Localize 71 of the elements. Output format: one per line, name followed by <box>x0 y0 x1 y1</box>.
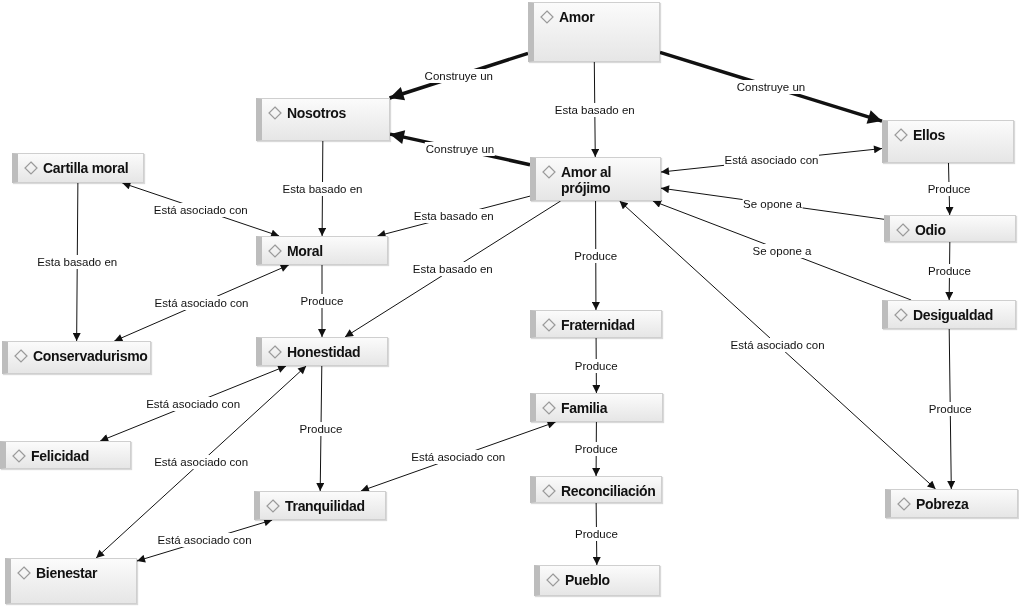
edge-label: Construye un <box>735 79 807 94</box>
edge-label: Construye un <box>424 142 496 157</box>
edge-label: Produce <box>927 402 973 416</box>
edge-label: Esta basado en <box>411 262 494 276</box>
concept-label: Pobreza <box>916 496 969 512</box>
concept-box <box>5 558 137 604</box>
arrow <box>947 328 956 490</box>
concept-box <box>256 236 388 265</box>
edge-label: Produce <box>926 182 972 196</box>
concept-label: Pueblo <box>565 572 610 588</box>
concept-label: Amor al prójimo <box>561 164 613 196</box>
edge-label: Está asociado con <box>153 296 250 310</box>
concept-box <box>530 476 662 503</box>
edge-label: Esta basado en <box>281 181 364 196</box>
edge-label: Está asociado con <box>153 455 250 469</box>
concept-box <box>528 2 660 62</box>
edge-label: Produce <box>298 421 344 436</box>
concept-label: Conservadurismo <box>33 348 148 364</box>
concept-label: Ellos <box>913 127 945 143</box>
edge-label: Esta basado en <box>412 209 495 224</box>
concept-box <box>0 441 131 469</box>
concept-label: Fraternidad <box>561 317 635 333</box>
concept-label: Amor <box>559 9 595 25</box>
concept-box <box>884 215 1016 242</box>
edge-label: Produce <box>927 264 972 278</box>
concept-box <box>530 157 661 201</box>
edge-label: Esta basado en <box>553 102 636 117</box>
concept-box <box>885 489 1018 518</box>
arrow <box>95 365 307 559</box>
edge-label: Esta basado en <box>36 255 119 269</box>
edge-label: Produce <box>573 248 619 263</box>
arrow <box>72 182 81 342</box>
concept-label: Odio <box>915 222 946 238</box>
concept-box <box>882 300 1016 329</box>
edge-label: Está asociado con <box>410 449 507 464</box>
concept-box <box>256 337 388 366</box>
edge-label: Está asociado con <box>729 338 826 352</box>
concept-label: Honestidad <box>287 344 361 360</box>
concept-label: Familia <box>561 400 608 416</box>
edge-label: Se opone a <box>751 243 813 258</box>
concept-label: Tranquilidad <box>285 498 365 514</box>
concept-box <box>530 393 663 422</box>
concept-box <box>882 120 1014 163</box>
concept-label: Moral <box>287 243 323 259</box>
concept-label: Desigualdad <box>913 307 993 323</box>
concept-box <box>12 153 144 183</box>
concept-box <box>534 565 660 596</box>
concept-label: Nosotros <box>287 105 347 121</box>
arrow <box>316 365 325 492</box>
concept-label: Reconciliación <box>561 483 656 499</box>
arrow <box>619 200 937 490</box>
concept-label: Cartilla moral <box>43 160 129 176</box>
edge-label: Está asociado con <box>723 153 820 168</box>
concept-box <box>256 98 390 141</box>
arrow <box>344 200 562 338</box>
edge-label: Produce <box>573 442 619 456</box>
edge-label: Está asociado con <box>152 202 249 217</box>
edge-label: Construye un <box>423 68 494 83</box>
edge-label: Produce <box>299 294 345 308</box>
edge-label: Produce <box>573 358 619 373</box>
concept-box <box>530 310 662 338</box>
arrow <box>318 140 327 237</box>
edge-label: Está asociado con <box>156 533 253 548</box>
arrow <box>591 61 600 158</box>
concept-box <box>254 491 386 520</box>
edge-label: Se opone a <box>742 196 803 211</box>
concept-label: Felicidad <box>31 448 89 464</box>
concept-label: Bienestar <box>36 565 98 581</box>
edge-label: Produce <box>574 527 619 541</box>
edge-label: Está asociado con <box>145 396 242 411</box>
concept-box <box>2 341 151 374</box>
